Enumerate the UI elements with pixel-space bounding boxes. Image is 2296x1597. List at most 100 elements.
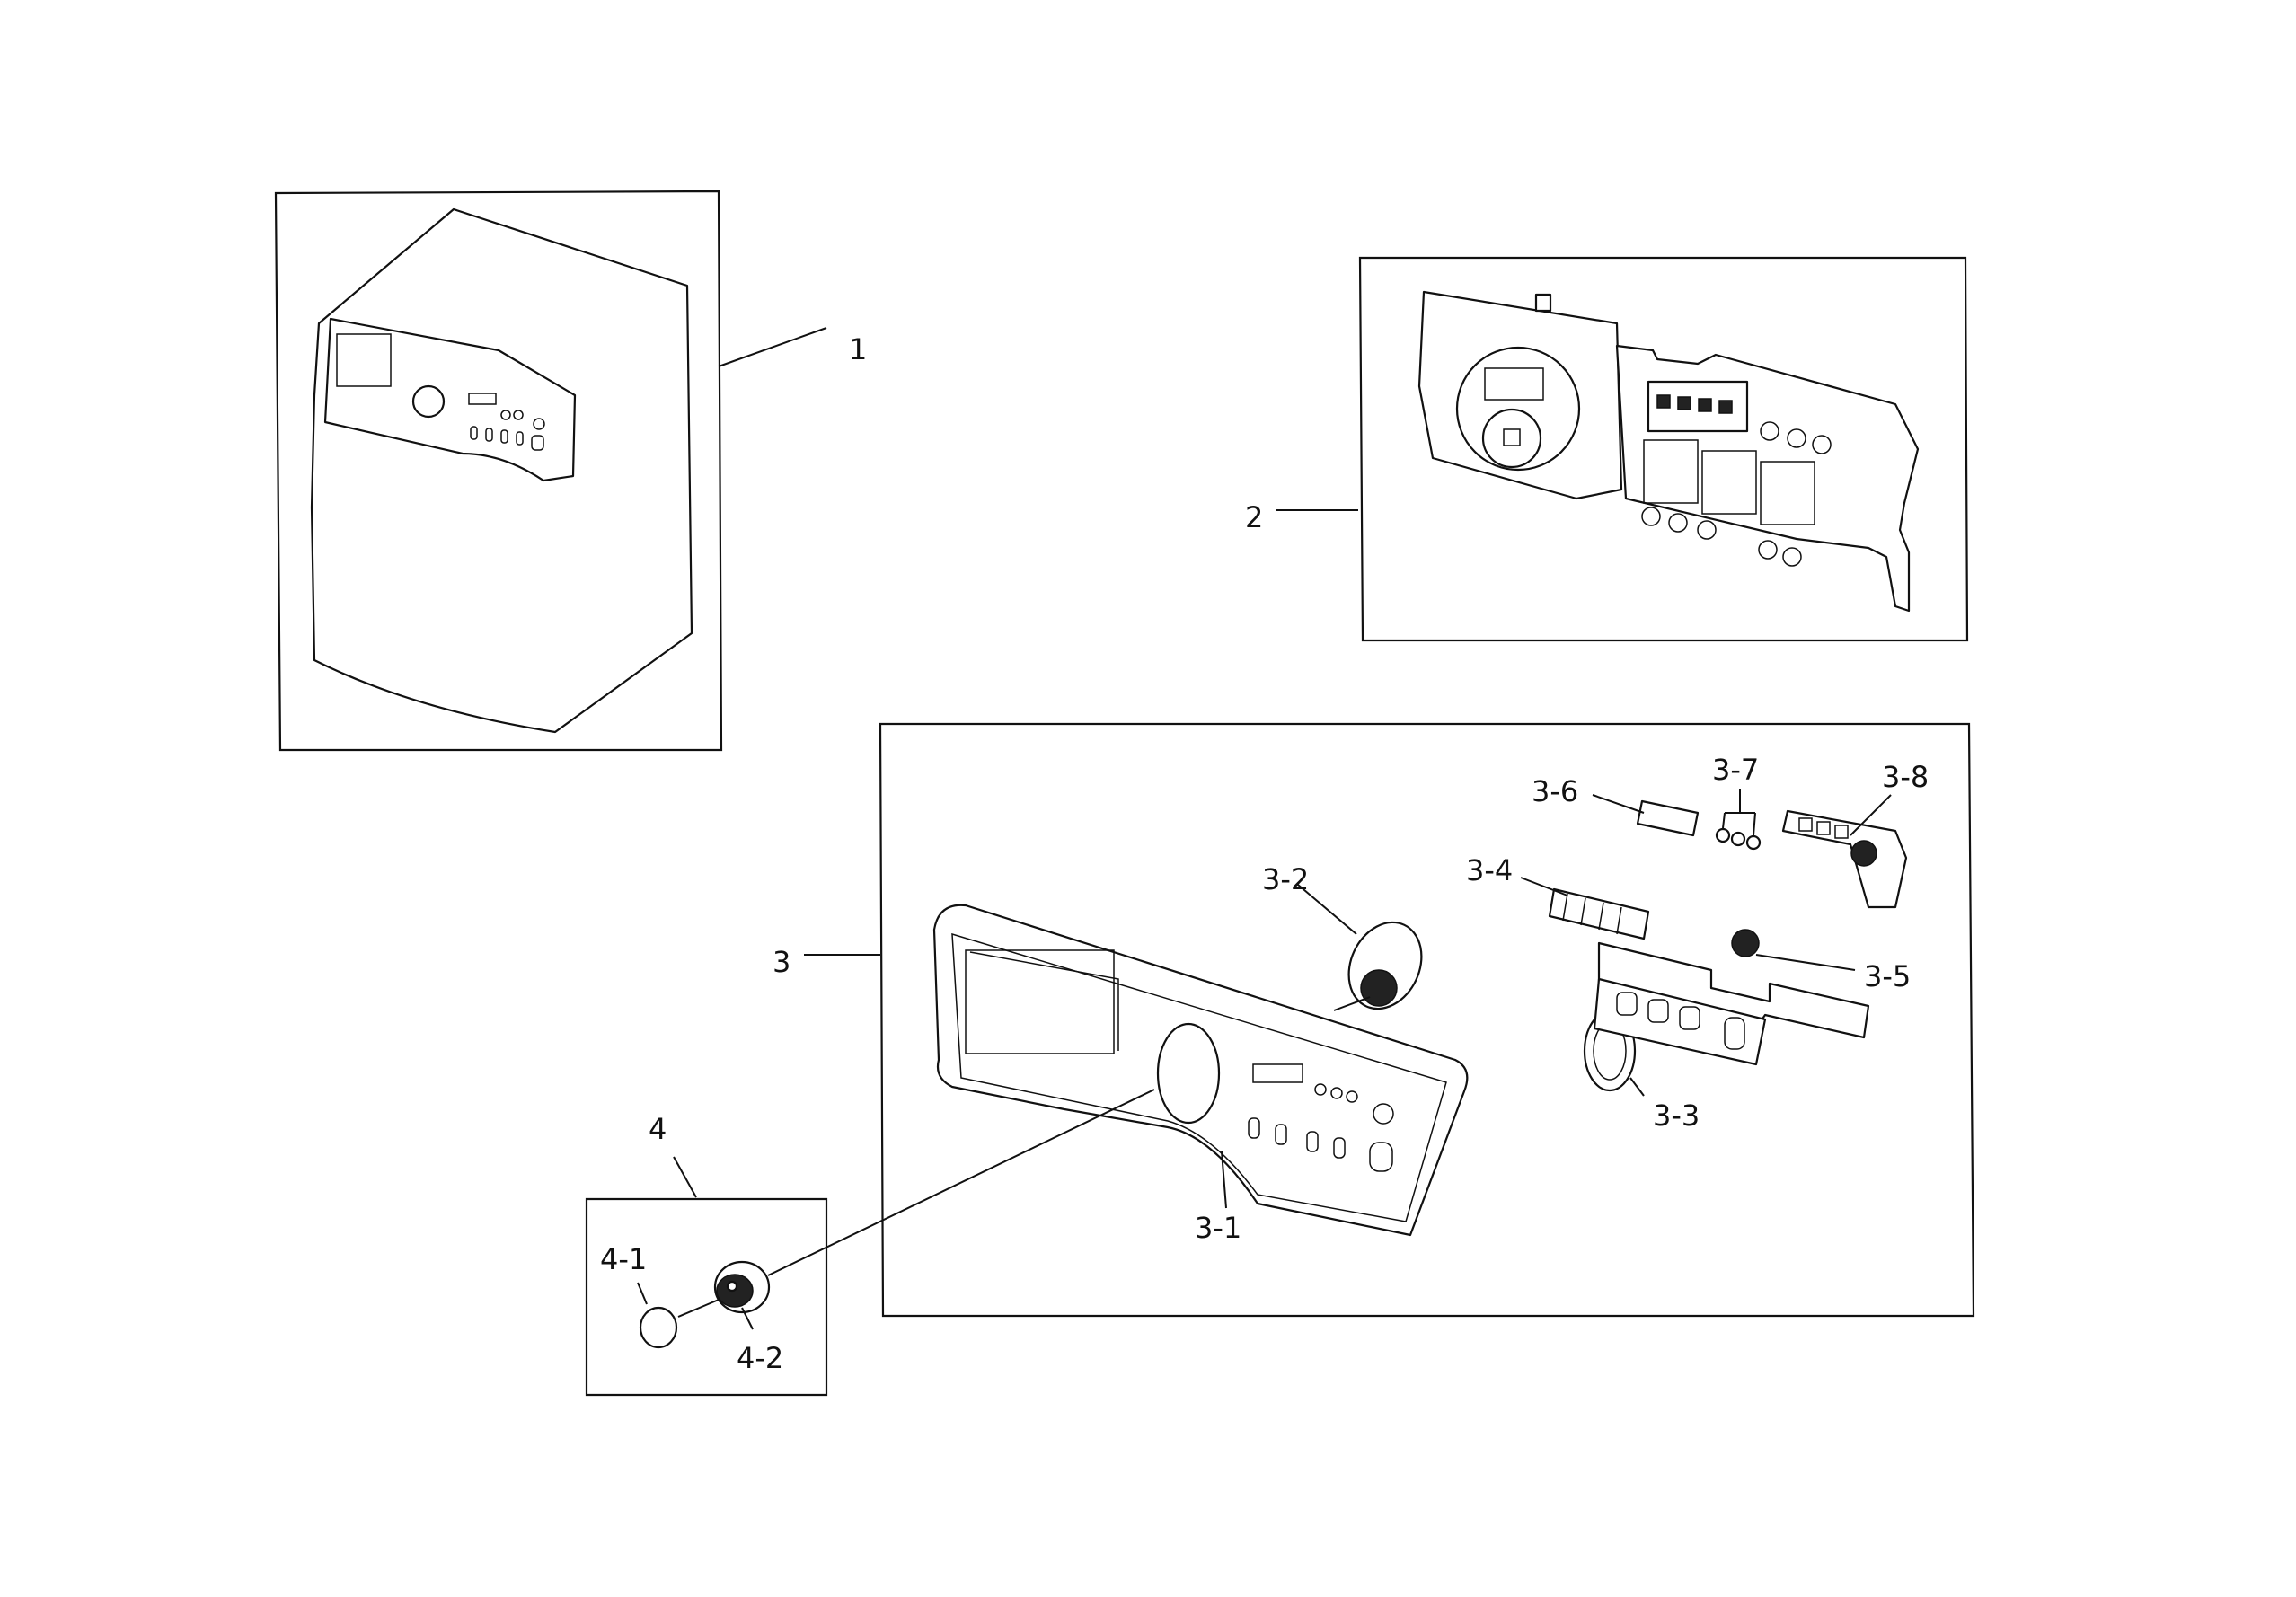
callout-2: 2 — [1245, 500, 1263, 534]
light-guide-rib — [1598, 902, 1604, 931]
detergent-drawer-opening — [965, 949, 1115, 1054]
pcb-led — [1782, 547, 1802, 567]
panel-knob — [411, 384, 446, 419]
callout-3-1: 3-1 — [1195, 1211, 1241, 1245]
pcb-led — [1787, 428, 1806, 448]
option-button — [1306, 1131, 1319, 1152]
pcb-switch-module — [1701, 450, 1757, 515]
callout-3-2: 3-2 — [1262, 862, 1309, 896]
callout-1: 1 — [849, 332, 867, 366]
display-window — [1252, 1063, 1303, 1083]
leader-line-4 — [673, 1156, 697, 1198]
pcb-terminal — [1677, 396, 1691, 410]
leader-line-3-4 — [1520, 877, 1568, 896]
panel-button — [533, 418, 545, 430]
panel-display — [468, 393, 497, 405]
pcb-tab — [1534, 293, 1552, 313]
callout-3-8: 3-8 — [1882, 760, 1929, 794]
option-button — [1248, 1117, 1260, 1139]
assembly-line-3-2 — [1333, 996, 1371, 1011]
group-2-pcb-assembly: 2 — [1245, 256, 1969, 642]
pcb-switch-module — [1760, 461, 1815, 525]
leader-line-3-2 — [1297, 884, 1357, 935]
leader-line-4-2 — [741, 1307, 754, 1330]
indicator-button — [1346, 1090, 1358, 1103]
pcb-terminal — [1656, 394, 1671, 409]
pcb-terminal — [1718, 400, 1733, 414]
light-guide-rib — [1562, 893, 1568, 922]
power-button — [1373, 1103, 1394, 1125]
leader-line-3-7 — [1722, 812, 1726, 829]
led-part — [1715, 827, 1731, 843]
callout-4: 4 — [649, 1112, 667, 1146]
switch-key — [1724, 1017, 1745, 1050]
panel-button — [470, 426, 478, 440]
callout-3-3: 3-3 — [1653, 1098, 1700, 1133]
pcb-led — [1758, 540, 1778, 560]
callout-3: 3 — [773, 945, 790, 979]
switch-board-encoder — [1731, 929, 1760, 957]
switch-key — [1616, 992, 1638, 1016]
callout-3-5: 3-5 — [1864, 959, 1911, 993]
drawer-edge — [969, 951, 1119, 1051]
panel-button — [531, 435, 544, 451]
panel-button — [500, 429, 508, 444]
sub-pcb-key — [1798, 817, 1813, 832]
pcb-led — [1668, 513, 1688, 533]
panel-button — [500, 410, 511, 420]
sub-pcb-encoder — [1850, 840, 1877, 867]
leader-line-3-1 — [1221, 1151, 1227, 1209]
leader-line-1 — [718, 327, 827, 367]
assembly-line-4 — [677, 1299, 720, 1318]
leader-line-3-8 — [1850, 794, 1892, 836]
callout-3-7: 3-7 — [1712, 753, 1759, 787]
switch-key — [1679, 1006, 1700, 1030]
indicator-button — [1330, 1087, 1343, 1099]
switch-key — [1647, 999, 1669, 1023]
knob-cap-part — [639, 1306, 678, 1349]
leader-line-3-7 — [1753, 812, 1756, 836]
pcb-display-window — [1484, 367, 1544, 401]
sub-pcb-key — [1834, 825, 1849, 839]
group-1-washer-assembly: 1 — [274, 190, 867, 752]
leader-line-4-1 — [637, 1282, 648, 1305]
group-4-knob-assembly: 4-1 4-2 4 — [585, 1089, 1155, 1397]
panel-button — [485, 428, 493, 442]
callout-4-2: 4-2 — [737, 1341, 783, 1375]
callout-3-6: 3-6 — [1532, 774, 1578, 808]
display-lens-part — [1636, 799, 1700, 837]
light-guide-rib — [1616, 906, 1622, 935]
light-guide-rib — [1580, 897, 1586, 926]
panel-button — [516, 431, 524, 446]
pcb-switch-module — [1643, 439, 1699, 504]
leader-line-3-3 — [1629, 1077, 1645, 1097]
sub-pcb-part — [1781, 809, 1908, 909]
start-button — [1369, 1142, 1393, 1172]
washer-cabinet — [310, 207, 693, 734]
washer-control-panel — [323, 317, 577, 482]
box-2 — [1358, 256, 1969, 642]
led-part — [1730, 831, 1746, 847]
panel-button — [513, 410, 524, 420]
pcb-led — [1812, 435, 1832, 454]
pcb-terminal — [1698, 398, 1712, 412]
assembly-line-4-panel — [767, 1089, 1155, 1276]
pcb-led — [1641, 507, 1661, 526]
sub-pcb-key — [1816, 821, 1831, 835]
pcb-encoder-ring — [1481, 408, 1542, 469]
knob-center — [726, 1280, 738, 1293]
box-4 — [585, 1197, 828, 1397]
option-button — [1275, 1124, 1287, 1145]
option-button — [1333, 1137, 1346, 1159]
leader-line-3-6 — [1592, 794, 1645, 814]
box-1 — [274, 190, 723, 752]
box-3 — [879, 722, 1975, 1318]
pcb-led — [1760, 421, 1779, 441]
leader-line-3-5 — [1755, 954, 1856, 971]
pcb-encoder-shaft — [1503, 428, 1521, 446]
knob-opening — [1156, 1022, 1221, 1125]
group-3-control-panel-assembly: 3-1 3-2 3-3 3-4 3-5 3-6 — [773, 722, 1975, 1318]
indicator-button — [1314, 1083, 1327, 1096]
pcb-led — [1697, 520, 1717, 540]
